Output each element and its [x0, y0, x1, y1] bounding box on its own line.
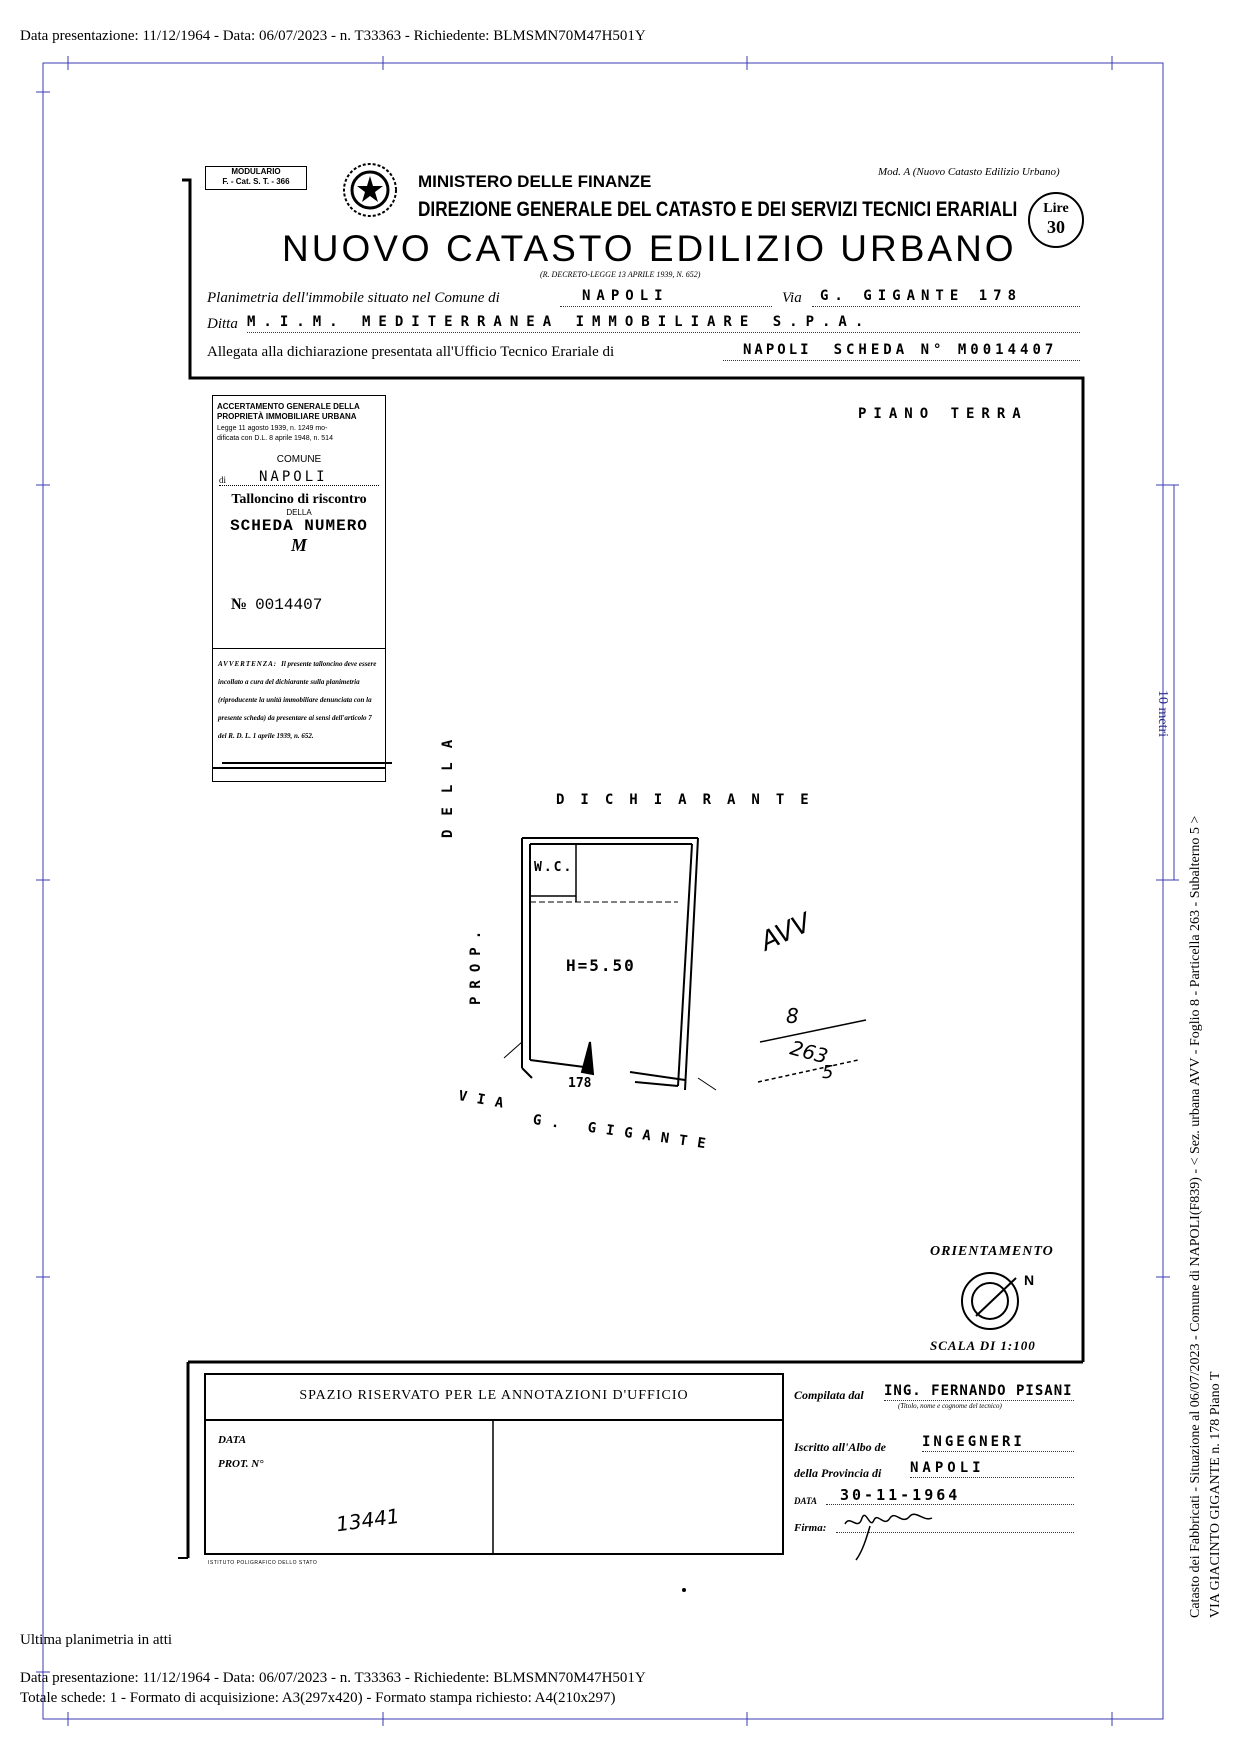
footer-line2: Totale schede: 1 - Formato di acquisizio… [20, 1690, 616, 1706]
wc-label: W.C. [534, 860, 574, 875]
office-data-label: DATA [218, 1434, 247, 1446]
state-emblem-icon [343, 163, 397, 217]
comune-value: NAPOLI [582, 288, 669, 304]
office-printer: ISTITUTO POLIGRAFICO DELLO STATO [208, 1560, 318, 1566]
talloncino-rule [213, 767, 385, 769]
talloncino-comune-field: di NAPOLI [219, 467, 379, 486]
compilata-data-field: 30-11-1964 [826, 1486, 1074, 1505]
talloncino-legge1: Legge 11 agosto 1939, n. 1249 mo- [217, 425, 328, 432]
height-label: H=5.50 [566, 956, 636, 975]
office-title: SPAZIO RISERVATO PER LE ANNOTAZIONI D'UF… [299, 1388, 689, 1403]
modulario-sub: F. - Cat. S. T. - 366 [222, 177, 290, 186]
talloncino-avvertenza: AVVERTENZA: Il presente talloncino deve … [213, 648, 385, 743]
mod-a-label: Mod. A (Nuovo Catasto Edilizio Urbano) [878, 166, 1060, 178]
via-field: G. GIGANTE 178 [812, 287, 1080, 307]
iscritto-value: INGEGNERI [922, 1434, 1025, 1450]
modulario-box: MODULARIO F. - Cat. S. T. - 366 [205, 166, 307, 190]
decree-label: (R. DECRETO-LEGGE 13 APRILE 1939, N. 652… [540, 270, 701, 279]
talloncino-title: Talloncino di riscontro [231, 492, 367, 507]
talloncino-numero-label: № [231, 596, 248, 613]
particella-fraction [757, 1019, 867, 1083]
comune-field: NAPOLI [560, 287, 772, 307]
planimetria-label: Planimetria dell'immobile situato nel Co… [207, 290, 500, 306]
ufficio-value: NAPOLI [743, 342, 812, 358]
iscritto-field: INGEGNERI [922, 1433, 1074, 1452]
via-label: Via [782, 290, 802, 306]
dichiarante-label: DICHIARANTE [556, 792, 825, 808]
floor-plan [503, 837, 717, 1091]
lire-badge: Lire 30 [1028, 192, 1084, 248]
provincia-value: NAPOLI [910, 1460, 985, 1476]
north-label: N [1024, 1272, 1035, 1288]
talloncino-di: di [219, 475, 227, 485]
prop-label: PROP. [468, 922, 484, 1005]
talloncino-underline [222, 762, 392, 764]
talloncino-comune: NAPOLI [259, 469, 328, 485]
north-arrow-icon [961, 1272, 1019, 1330]
office-prot-label: PROT. N° [218, 1458, 264, 1470]
stray-mark [682, 1588, 686, 1592]
piano-label: PIANO TERRA [858, 406, 1028, 422]
lire-value: 30 [1047, 217, 1065, 237]
talloncino-letter: M [290, 535, 307, 555]
provincia-label: della Provincia di [794, 1466, 882, 1480]
footer-ultima: Ultima planimetria in atti [20, 1632, 173, 1648]
iscritto-label: Iscritto all'Albo de [794, 1440, 887, 1454]
via-value: G. GIGANTE 178 [820, 288, 1023, 304]
civico-label: 178 [568, 1076, 592, 1091]
ditta-value: M.I.M. MEDITERRANEA IMMOBILIARE S.P.A. [247, 314, 872, 330]
talloncino-avvertenza-text: Il presente talloncino deve essere incol… [218, 660, 377, 740]
talloncino-line1: ACCERTAMENTO GENERALE DELLA [217, 402, 360, 411]
ufficio-field: NAPOLI SCHEDA N° M0014407 [723, 341, 1080, 361]
talloncino-della: DELLA [286, 508, 312, 517]
talloncino: ACCERTAMENTO GENERALE DELLA PROPRIETÀ IM… [212, 395, 386, 782]
compilata-data-value: 30-11-1964 [840, 1486, 961, 1504]
compilata-field: ING. FERNANDO PISANI [884, 1382, 1074, 1401]
form-title: NUOVO CATASTO EDILIZIO URBANO [282, 228, 1017, 269]
direction-name: DIREZIONE GENERALE DEL CATASTO E DEI SER… [418, 198, 1018, 221]
talloncino-numero-row: № 0014407 [231, 596, 385, 614]
della-label: DELLA [440, 725, 456, 838]
subalterno-value: 5 [822, 1062, 834, 1083]
talloncino-numero: 0014407 [255, 596, 323, 614]
firma-field [836, 1514, 1074, 1533]
scheda-value: SCHEDA N° M0014407 [833, 342, 1058, 358]
foglio-value: 8 [786, 1004, 799, 1028]
ditta-label: Ditta [207, 316, 238, 332]
modulario-label: MODULARIO [231, 167, 281, 176]
signature-icon [844, 1513, 933, 1561]
header-line: Data presentazione: 11/12/1964 - Data: 0… [20, 28, 646, 44]
talloncino-scheda-numero: SCHEDA NUMERO [230, 517, 368, 535]
side-info-line1: Catasto dei Fabbricati - Situazione al 0… [1188, 815, 1203, 1618]
compilata-label: Compilata dal [794, 1388, 864, 1402]
compilata-data-label: DATA [794, 1496, 818, 1506]
talloncino-avvertenza-title: AVVERTENZA: [218, 660, 278, 668]
orientamento-label: ORIENTAMENTO [930, 1244, 1054, 1259]
side-info-line2: VIA GIACINTO GIGANTE n. 178 Piano T [1208, 1371, 1223, 1618]
compilata-note: (Titolo, nome e cognome del tecnico) [898, 1402, 1002, 1410]
talloncino-legge2: dificata con D.L. 8 aprile 1948, n. 514 [217, 435, 333, 442]
provincia-field: NAPOLI [910, 1459, 1074, 1478]
talloncino-comune-label: COMUNE [276, 454, 322, 465]
lire-label: Lire [1043, 201, 1069, 216]
side-scale-label: 10 metri [1155, 690, 1170, 738]
compilata-value: ING. FERNANDO PISANI [884, 1383, 1073, 1399]
scala-label: SCALA DI 1:100 [930, 1338, 1036, 1353]
talloncino-line2: PROPRIETÀ IMMOBILIARE URBANA [217, 412, 357, 421]
ministry-name: MINISTERO DELLE FINANZE [418, 172, 652, 191]
firma-label: Firma: [794, 1522, 827, 1534]
allegata-label: Allegata alla dichiarazione presentata a… [207, 344, 615, 360]
footer-line1: Data presentazione: 11/12/1964 - Data: 0… [20, 1670, 646, 1686]
ditta-field: M.I.M. MEDITERRANEA IMMOBILIARE S.P.A. [247, 313, 1080, 333]
